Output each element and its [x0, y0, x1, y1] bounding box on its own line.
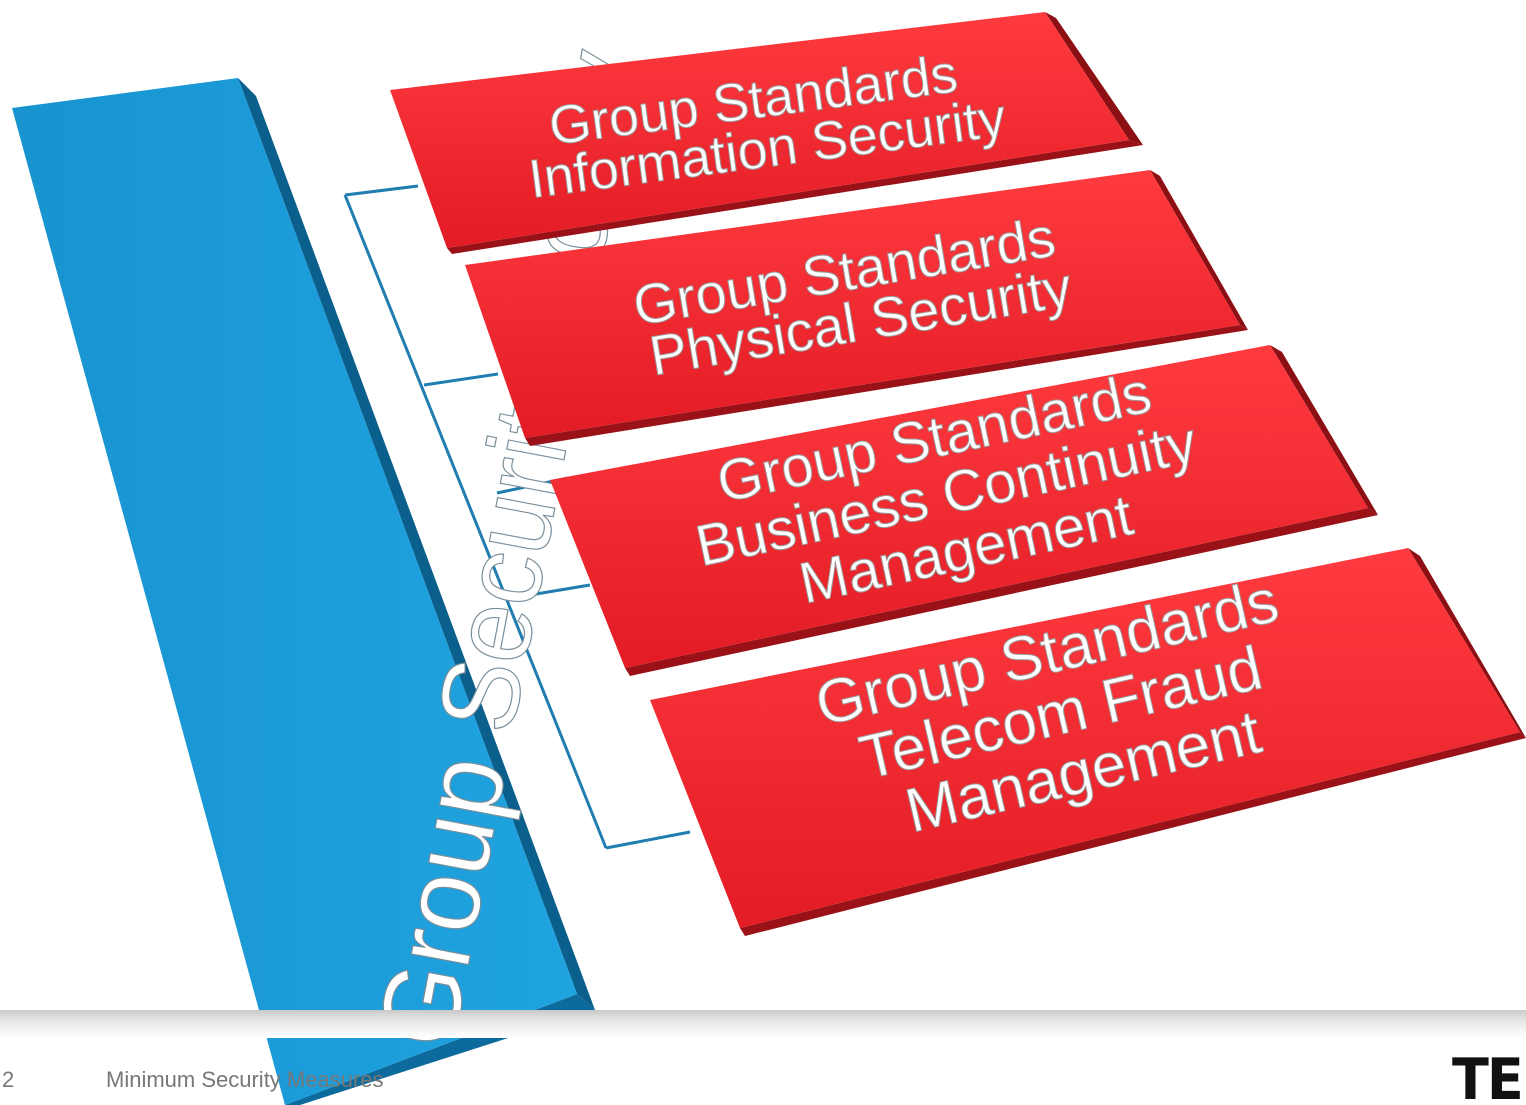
box-side	[1045, 12, 1143, 145]
policy-bar-face	[12, 78, 577, 1105]
standard-box-business-continuity: Group Standards Business Continuity Mana…	[550, 345, 1378, 676]
box-side	[1150, 170, 1248, 330]
connector-lines	[343, 184, 691, 850]
box-side	[1270, 345, 1378, 515]
box-bottom	[625, 508, 1378, 676]
box-face	[390, 12, 1129, 248]
page-number: 2	[2, 1067, 15, 1092]
standard-box-physical-security: Group Standards Physical Security	[465, 170, 1248, 446]
box-face	[650, 548, 1520, 928]
box-face	[550, 345, 1368, 668]
box-bottom	[525, 325, 1248, 446]
footer-title: Minimum Security Measures	[106, 1067, 384, 1092]
connector-branch-4	[511, 583, 591, 600]
connector-branch-2	[423, 372, 499, 387]
box-side	[1408, 548, 1526, 738]
company-logo: TEL	[1452, 1046, 1526, 1105]
connector-branch-5	[605, 830, 691, 850]
box-face	[465, 170, 1240, 438]
box-bottom	[447, 140, 1143, 254]
box-bottom	[740, 732, 1526, 936]
policy-bar-side	[238, 78, 595, 1010]
footer-divider	[0, 1010, 1526, 1038]
connector-trunk	[343, 184, 608, 849]
